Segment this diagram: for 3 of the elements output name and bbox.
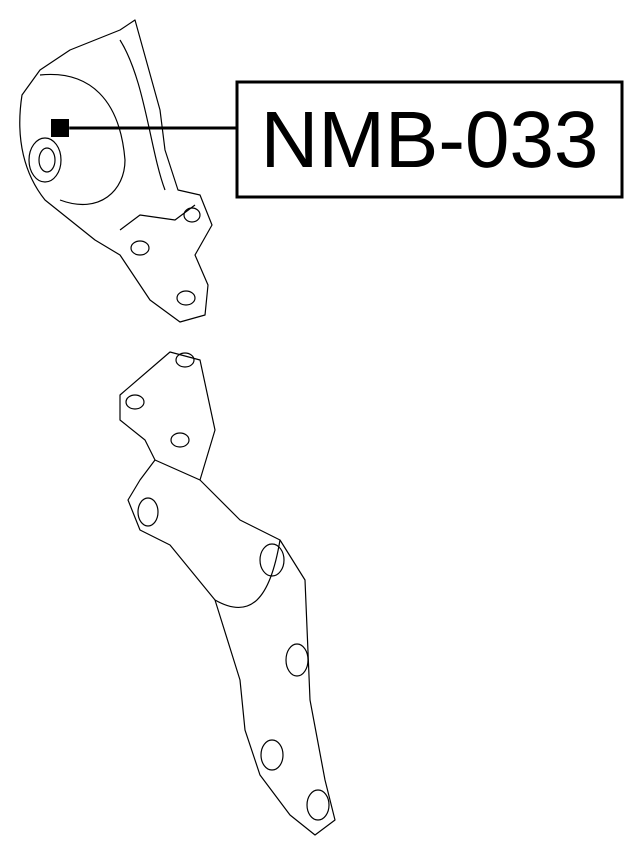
leader-line bbox=[69, 126, 236, 130]
square-marker bbox=[51, 119, 69, 137]
part-number-box: NMB-033 bbox=[236, 80, 624, 198]
